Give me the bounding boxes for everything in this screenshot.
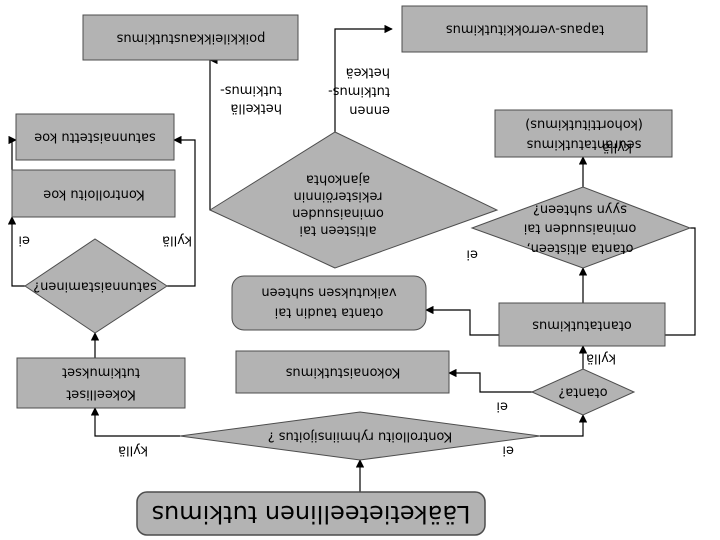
node-question-randomization-shape <box>24 238 168 334</box>
node-question-sample-diamond <box>530 368 636 416</box>
edge-sample-question-to-total <box>448 368 560 393</box>
node-sample-study-shape <box>498 302 666 347</box>
node-question-controlled: Kontrolloitu ryhmiinsijoitus ? <box>179 411 541 461</box>
node-root: Lääketieteellinen tutkimus <box>136 491 486 536</box>
node-question-exposure-line-2: ominaisuuden tai <box>524 221 637 236</box>
edge-random-to-randomized <box>167 135 196 287</box>
edge-label-no-total: ei <box>496 399 508 414</box>
node-followup-study-line-2: (kohorttitutkimus) <box>525 117 643 132</box>
node-total-study-shape <box>235 350 450 394</box>
node-followup-study-shape <box>494 109 673 158</box>
node-question-effect-line-1: otanta taudin tai <box>275 305 384 320</box>
node-followup-study-line-1: seurantatutkimus <box>526 137 641 152</box>
node-case-control-shape <box>401 5 648 53</box>
node-question-exposure-line-1: otanta altisteen, <box>527 241 634 256</box>
node-controlled-trial-label: Kontrolloitu koe <box>43 187 144 202</box>
node-question-exposure-shape <box>470 186 692 269</box>
edge-label-before-moment-3: hetkeä <box>346 65 390 80</box>
edge-question-to-experimental <box>90 407 180 437</box>
node-root-shape <box>136 491 486 536</box>
node-question-effect-line-2: vaikutuksen suhteen <box>261 285 396 300</box>
node-question-controlled-shape <box>179 411 541 461</box>
edge-timing-to-case-control <box>334 24 393 132</box>
node-question-randomization-label: satunnaistaminen? <box>33 279 157 294</box>
edge-label-before-moment-2: tutkimus- <box>328 84 390 99</box>
node-experimental-studies-line-1: Kokeelliset <box>66 387 136 402</box>
edges <box>7 24 696 492</box>
node-sample-study: otantatutkimus <box>498 302 666 347</box>
node-question-timing-shape <box>208 131 499 269</box>
node-root-label: Lääketieteellinen tutkimus <box>152 500 471 528</box>
edge-label-no-observational: ei <box>502 443 514 458</box>
node-question-timing-line-1: altisteen tai <box>299 223 376 238</box>
edge-label-at-moment-1: hetkellä <box>230 101 282 116</box>
node-question-controlled-label: Kontrolloitu ryhmiinsijoitus ? <box>268 429 453 444</box>
node-question-randomization: satunnaistaminen? <box>24 238 168 334</box>
node-question-timing-line-3: rekisteröinnin <box>293 189 382 204</box>
node-cross-sectional: poikkileikkaustutkimus <box>82 14 299 61</box>
node-question-sample-label: otanta? <box>558 385 607 400</box>
node-question-effect-shape <box>231 275 427 331</box>
node-randomized-trial-shape <box>15 113 175 161</box>
node-question-timing-line-4: ajankohta <box>306 172 370 187</box>
edge-random-to-controlled <box>7 216 25 287</box>
edge-labels: kyllä ei kyllä ei ei kyllä kyllä ei hetk… <box>18 65 632 458</box>
node-cross-sectional-label: poikkileikkaustutkimus <box>116 31 265 46</box>
edge-label-at-moment-2: tutkimus- <box>220 83 282 98</box>
edge-controlled-to-randomized <box>8 135 17 170</box>
node-question-effect: otanta taudin tai vaikutuksen suhteen <box>231 275 427 331</box>
node-total-study-label: Kokonaistutkimus <box>285 365 400 380</box>
edge-label-yes-random: kyllä <box>162 233 192 248</box>
edge-label-no-random: ei <box>18 233 30 248</box>
node-question-sample: otanta? <box>530 368 636 416</box>
node-controlled-trial-shape <box>11 169 176 218</box>
edge-label-before-moment-1: ennen <box>349 103 390 118</box>
node-controlled-trial: Kontrolloitu koe <box>11 169 176 218</box>
node-experimental-studies-line-2: tutkimukset <box>62 365 140 380</box>
node-question-exposure: otanta altisteen, ominaisuuden tai syyn … <box>470 186 692 269</box>
edge-label-yes-experimental: kyllä <box>118 443 148 458</box>
node-question-timing: altisteen tai ominaisuuden rekisteröinni… <box>208 131 499 269</box>
node-case-control: tapaus-verrokkitutkimus <box>401 5 648 53</box>
node-experimental-studies-shape <box>16 357 186 409</box>
edge-label-yes-sample: kyllä <box>586 351 616 366</box>
node-cross-sectional-shape <box>82 14 299 61</box>
node-question-timing-line-2: ominaisuuden <box>292 206 384 221</box>
edge-label-no-effect: ei <box>466 247 478 262</box>
node-case-control-label: tapaus-verrokkitutkimus <box>446 22 605 37</box>
node-randomized-trial-label: satunnaistettu koe <box>34 130 156 145</box>
node-sample-study-label: otantatutkimus <box>532 318 632 333</box>
node-question-exposure-line-3: syyn suhteen? <box>533 202 627 217</box>
node-randomized-trial: satunnaistettu koe <box>15 113 175 161</box>
node-total-study: Kokonaistutkimus <box>235 350 450 394</box>
node-followup-study: seurantatutkimus (kohorttitutkimus) <box>494 109 673 158</box>
node-experimental-studies: Kokeelliset tutkimukset <box>16 357 186 409</box>
edge-question-to-sample-question <box>540 414 588 437</box>
edge-label-yes-followup: kyllä <box>602 140 632 155</box>
